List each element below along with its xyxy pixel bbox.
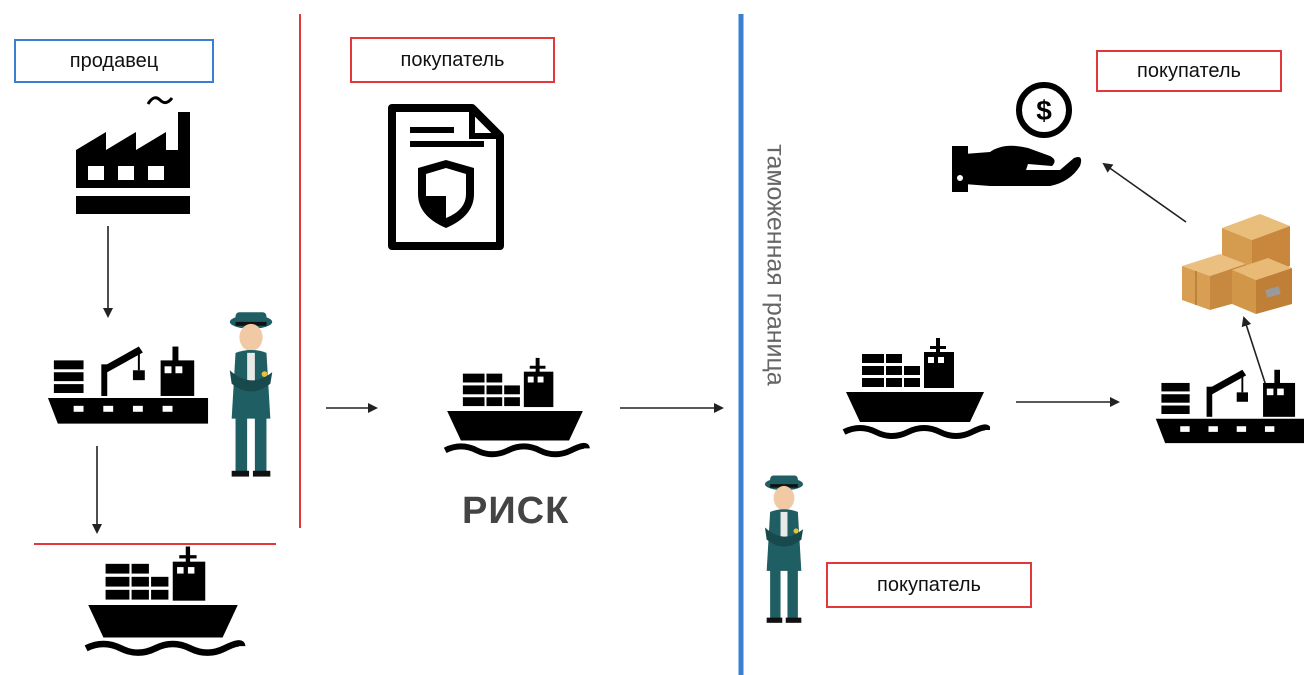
buyer-label-bottom-text: покупатель xyxy=(877,573,981,596)
buyer-label-top: покупатель xyxy=(350,37,555,83)
crane-ship-icon xyxy=(46,345,210,425)
buyer-label-bottom: покупатель xyxy=(826,562,1032,608)
hand-money-icon: $ xyxy=(952,82,1082,192)
seller-label-text: продавец xyxy=(69,49,159,72)
customs-officer-icon xyxy=(764,475,804,623)
cargo-ship-icon xyxy=(86,547,242,653)
seller-label: продавец xyxy=(14,39,214,83)
buyer-label-right-text: покупатель xyxy=(1137,59,1241,82)
cardboard-boxes-icon xyxy=(1182,214,1292,314)
svg-text:$: $ xyxy=(1036,95,1052,126)
arrow-to-buyer xyxy=(1102,162,1187,223)
crane-ship-icon xyxy=(1154,368,1304,445)
insurance-document-icon xyxy=(388,104,504,250)
arrow-to-goods xyxy=(1241,316,1269,393)
cargo-ship-icon xyxy=(445,358,587,454)
customs-officer-icon xyxy=(229,312,273,477)
customs-border-label: таможенная граница xyxy=(761,144,790,386)
cargo-ship-icon xyxy=(844,338,988,436)
risk-label: РИСК xyxy=(462,490,570,532)
buyer-label-right: покупатель xyxy=(1096,50,1282,92)
factory-icon xyxy=(72,96,202,214)
buyer-label-top-text: покупатель xyxy=(400,48,505,71)
